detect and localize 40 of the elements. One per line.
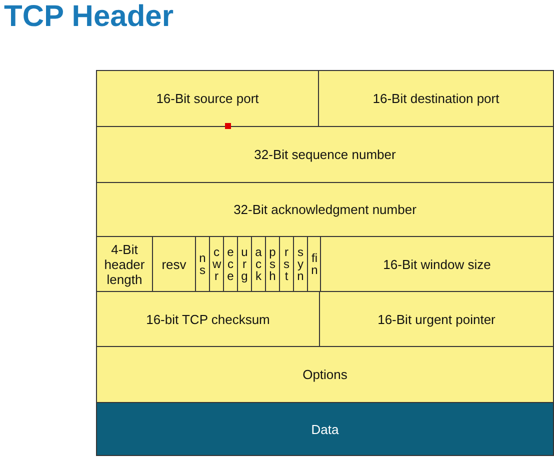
field-label: 16-Bit source port bbox=[156, 91, 259, 106]
field-label: 16-Bit urgent pointer bbox=[378, 312, 496, 326]
header-field bbox=[251, 236, 266, 292]
title: TCP Header bbox=[4, 0, 174, 34]
header-field bbox=[96, 291, 320, 347]
flag-label: ack bbox=[254, 246, 262, 282]
field-label: Data bbox=[311, 422, 339, 436]
header-field bbox=[279, 236, 294, 292]
header-field bbox=[96, 182, 554, 237]
header-field bbox=[293, 236, 308, 292]
field-label: 16-bit TCP checksum bbox=[146, 312, 270, 326]
field-label: 16-Bit window size bbox=[383, 256, 491, 272]
header-field bbox=[195, 236, 210, 292]
header-field bbox=[209, 236, 224, 292]
header-field bbox=[319, 291, 554, 347]
header-field bbox=[96, 70, 319, 127]
flag-label: ns bbox=[198, 252, 206, 276]
field-label: 16-Bit destination port bbox=[372, 91, 500, 106]
header-field bbox=[152, 236, 196, 292]
field-label: 4-Bit header length bbox=[103, 242, 146, 286]
header-field bbox=[96, 402, 554, 456]
field-label: 32-Bit acknowledgment number bbox=[234, 202, 416, 217]
header-field bbox=[237, 236, 252, 292]
flag-label: psh bbox=[268, 246, 276, 282]
flag-label: cwr bbox=[212, 246, 220, 282]
flag-label: ece bbox=[226, 246, 234, 282]
field-label: 32-Bit sequence number bbox=[254, 147, 396, 162]
field-label: resv bbox=[162, 256, 186, 272]
header-field bbox=[320, 236, 554, 292]
header-field bbox=[318, 70, 554, 127]
flag-label: urg bbox=[240, 246, 248, 282]
header-field bbox=[96, 236, 153, 292]
header-field bbox=[96, 346, 554, 403]
header-field bbox=[265, 236, 280, 292]
header-field bbox=[96, 126, 554, 183]
field-label: Options bbox=[302, 367, 348, 382]
flag-label: fin bbox=[310, 252, 318, 276]
flag-label: syn bbox=[296, 246, 304, 282]
flag-label: rst bbox=[282, 246, 290, 282]
header-field bbox=[223, 236, 238, 292]
